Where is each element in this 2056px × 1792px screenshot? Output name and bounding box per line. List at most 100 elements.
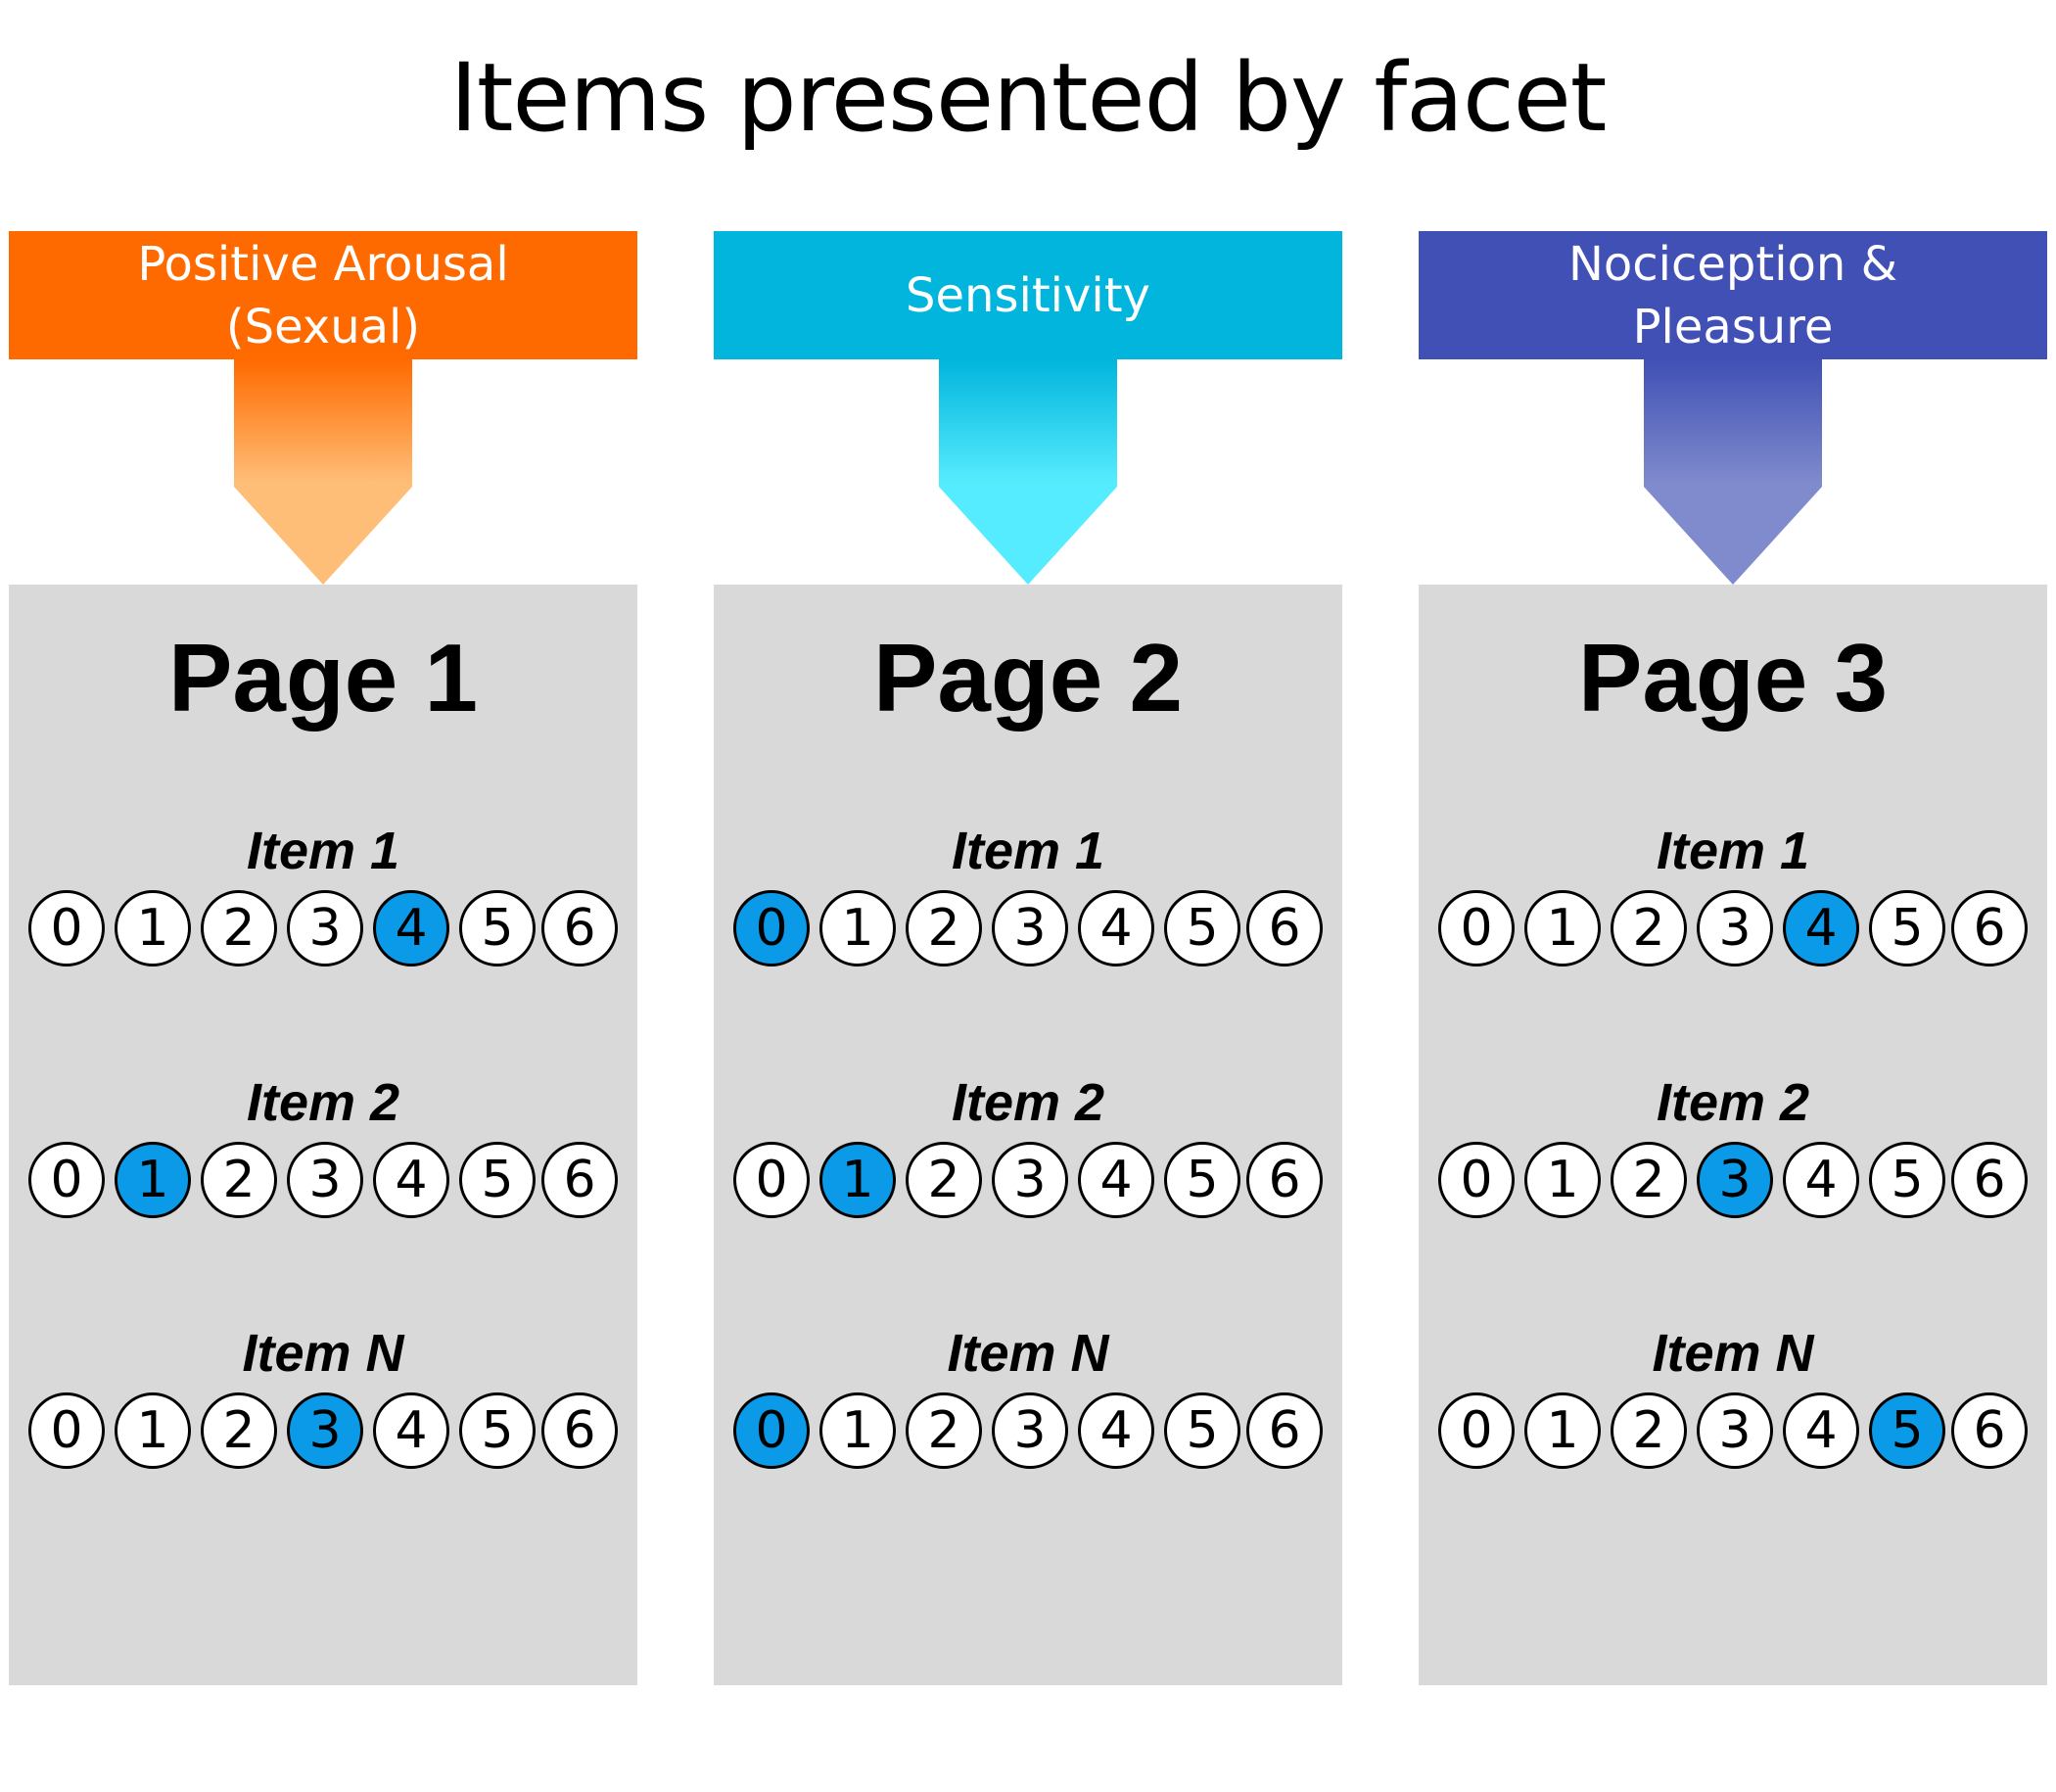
rating-option[interactable]: 0 [733,1142,810,1218]
rating-option[interactable]: 3 [1697,890,1773,967]
item-label: Item 2 [951,1073,1105,1132]
rating-option[interactable]: 5 [459,890,536,967]
rating-option[interactable]: 2 [1611,1142,1687,1218]
rating-option-selected[interactable]: 1 [115,1142,191,1218]
rating-option[interactable]: 1 [1524,1392,1601,1469]
rating-option[interactable]: 4 [373,1142,449,1218]
page-title: Page 1 [168,624,478,731]
rating-option[interactable]: 2 [906,1142,982,1218]
rating-option[interactable]: 0 [1438,890,1515,967]
item-label: Item 1 [246,822,400,880]
rating-option-selected[interactable]: 0 [733,890,810,967]
rating-option[interactable]: 4 [373,1392,449,1469]
page-title: Page 3 [1578,624,1888,731]
rating-option[interactable]: 0 [28,890,105,967]
rating-option[interactable]: 5 [1164,1142,1240,1218]
rating-option[interactable]: 6 [1951,1142,2028,1218]
item-label: Item 1 [1656,822,1810,880]
rating-option[interactable]: 4 [1078,890,1154,967]
item-label: Item 2 [1656,1073,1810,1132]
rating-option[interactable]: 2 [1611,890,1687,967]
diagram-title: Items presented by facet [449,43,1608,153]
rating-option[interactable]: 6 [541,890,618,967]
arrow-shape [939,359,1117,585]
rating-option[interactable]: 6 [1951,1392,2028,1469]
rating-option-selected[interactable]: 0 [733,1392,810,1469]
rating-option[interactable]: 0 [28,1392,105,1469]
facet-label: Nociception & Pleasure [1567,236,1898,354]
rating-option[interactable]: 3 [992,1142,1068,1218]
rating-option-selected[interactable]: 1 [819,1142,896,1218]
rating-option[interactable]: 1 [819,1392,896,1469]
facet-header: Nociception & Pleasure [1419,231,2047,359]
rating-option[interactable]: 2 [201,890,277,967]
rating-option[interactable]: 2 [201,1142,277,1218]
page-title: Page 2 [873,624,1183,731]
rating-option[interactable]: 1 [115,1392,191,1469]
rating-option[interactable]: 3 [287,890,363,967]
rating-option[interactable]: 0 [28,1142,105,1218]
rating-option-selected[interactable]: 5 [1869,1392,1945,1469]
rating-option[interactable]: 3 [287,1142,363,1218]
rating-option[interactable]: 3 [1697,1392,1773,1469]
rating-option[interactable]: 6 [541,1392,618,1469]
rating-option[interactable]: 0 [1438,1142,1515,1218]
rating-option[interactable]: 5 [459,1142,536,1218]
rating-option[interactable]: 0 [1438,1392,1515,1469]
rating-option[interactable]: 1 [819,890,896,967]
facet-header: Sensitivity [714,231,1342,359]
facet-header: Positive Arousal (Sexual) [9,231,637,359]
rating-option[interactable]: 5 [1869,1142,1945,1218]
rating-option[interactable]: 5 [1164,890,1240,967]
rating-option[interactable]: 4 [1783,1142,1859,1218]
rating-option[interactable]: 3 [992,890,1068,967]
rating-option-selected[interactable]: 3 [1697,1142,1773,1218]
rating-option[interactable]: 5 [1869,890,1945,967]
rating-option[interactable]: 6 [1951,890,2028,967]
rating-option[interactable]: 2 [906,890,982,967]
rating-option[interactable]: 4 [1078,1392,1154,1469]
item-label: Item N [947,1324,1109,1383]
rating-option[interactable]: 3 [992,1392,1068,1469]
rating-option-selected[interactable]: 4 [373,890,449,967]
rating-option[interactable]: 6 [1246,1392,1323,1469]
rating-option[interactable]: 5 [1164,1392,1240,1469]
rating-option-selected[interactable]: 3 [287,1392,363,1469]
rating-option[interactable]: 1 [115,890,191,967]
arrow-shape [1644,359,1822,585]
rating-option[interactable]: 1 [1524,1142,1601,1218]
down-arrow-icon [234,359,412,585]
rating-option[interactable]: 1 [1524,890,1601,967]
down-arrow-icon [1644,359,1822,585]
rating-option-selected[interactable]: 4 [1783,890,1859,967]
item-label: Item N [1652,1324,1814,1383]
rating-option[interactable]: 2 [906,1392,982,1469]
rating-option[interactable]: 4 [1783,1392,1859,1469]
rating-option[interactable]: 5 [459,1392,536,1469]
rating-option[interactable]: 4 [1078,1142,1154,1218]
rating-option[interactable]: 6 [1246,890,1323,967]
rating-option[interactable]: 6 [1246,1142,1323,1218]
rating-option[interactable]: 2 [1611,1392,1687,1469]
arrow-shape [234,359,412,585]
rating-option[interactable]: 2 [201,1392,277,1469]
rating-option[interactable]: 6 [541,1142,618,1218]
